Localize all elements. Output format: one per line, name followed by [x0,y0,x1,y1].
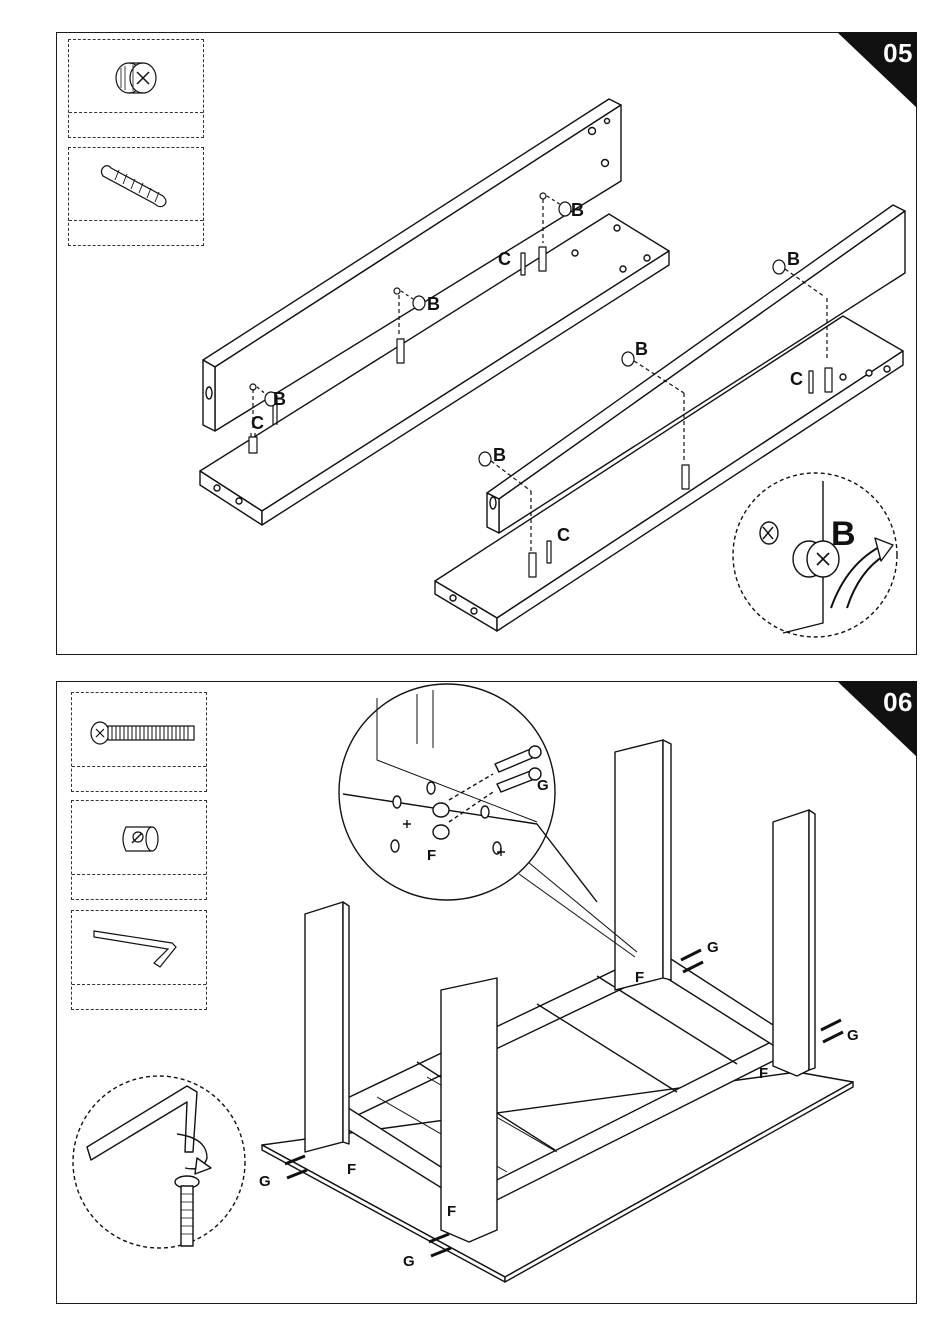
label-g: G [403,1253,415,1270]
label-b: B [427,294,440,314]
label-c: C [498,249,511,269]
label-f: F [427,847,436,864]
detail-label-b: B [831,515,856,553]
step-06-assembly-drawing: G F G F G F F G F G [57,682,918,1305]
label-c: C [790,369,803,389]
step-05-panel: 05 [56,32,917,655]
label-b: B [493,445,506,465]
detail-allen-key-callout [73,1076,245,1248]
label-g: G [847,1027,859,1044]
label-f: F [347,1161,356,1178]
label-f: F [759,1065,768,1082]
label-f: F [635,969,644,986]
label-c: C [251,413,264,433]
label-c: C [557,525,570,545]
label-b: B [635,339,648,359]
label-b: B [571,200,584,220]
detail-b-callout [733,473,897,637]
label-b: B [787,249,800,269]
label-g: G [259,1173,271,1190]
label-g: G [707,939,719,956]
step-06-panel: 06 [56,681,917,1304]
detail-leg-join-callout [339,684,597,902]
label-g: G [537,777,549,794]
label-f: F [447,1203,456,1220]
step-05-assembly-drawing: B C B C B B C B B C B [57,33,918,656]
label-b: B [273,389,286,409]
